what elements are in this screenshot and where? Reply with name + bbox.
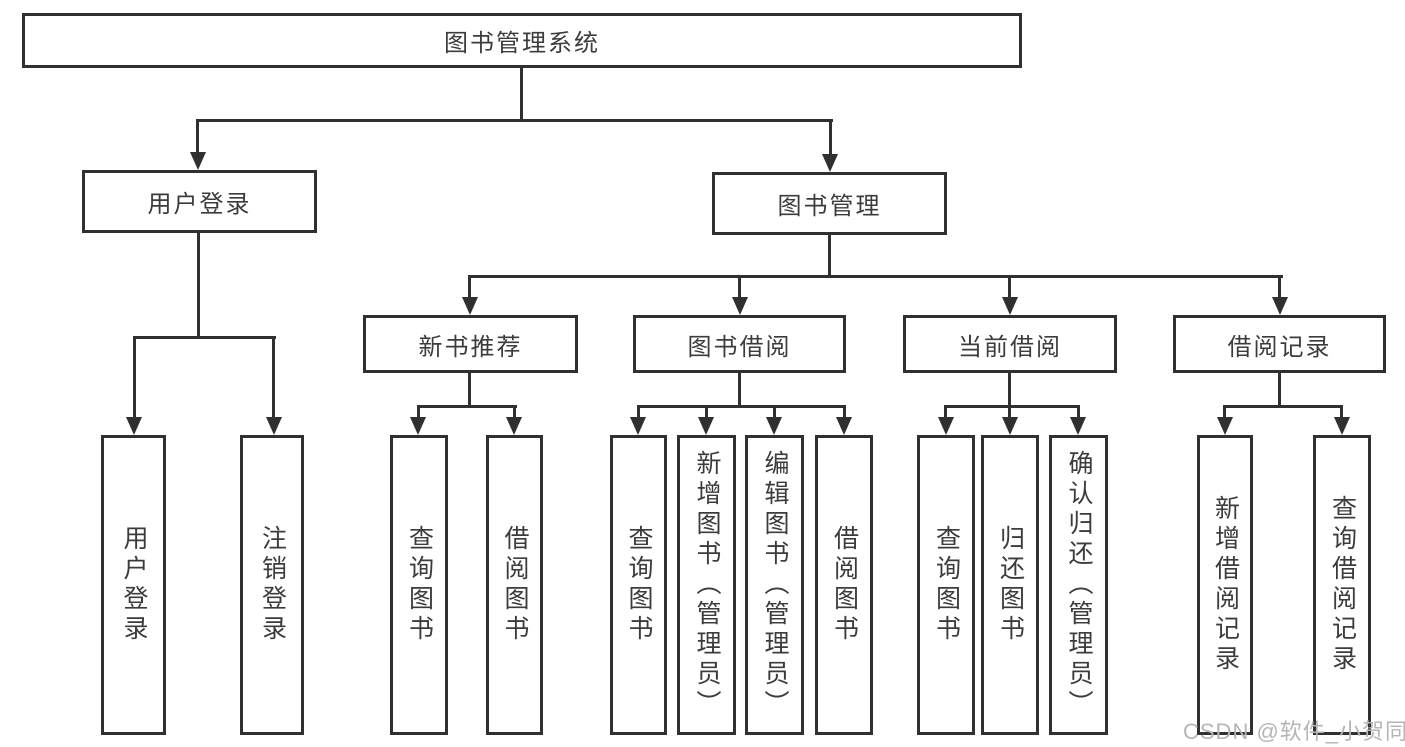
leaf-query-books-current: 查询图书 [917,435,975,735]
leaf-query-books-recommend: 查询图书 [390,435,448,735]
node-label: 图书管理系统 [444,30,600,57]
connector-line [637,405,846,408]
node-current-borrow: 当前借阅 [903,315,1117,373]
arrowhead-down-icon [1002,297,1018,315]
connector-line [1340,405,1343,419]
leaf-borrow-books: 借阅图书 [815,435,873,735]
arrowhead-down-icon [1334,417,1350,435]
connector-line [843,405,846,419]
connector-line [1278,373,1281,408]
arrowhead-down-icon [410,417,426,435]
node-label: 新增借阅记录 [1211,495,1240,675]
connector-line [417,405,517,408]
node-book-borrow: 图书借阅 [633,315,846,373]
connector-line [468,373,471,408]
connector-line [1008,373,1011,408]
node-label: 新书推荐 [418,333,523,361]
node-label: 查询图书 [625,525,653,645]
arrowhead-down-icon [766,417,782,435]
connector-line [513,405,516,419]
node-label: 用户登录 [147,191,252,218]
node-borrow-records: 借阅记录 [1173,315,1386,373]
arrowhead-down-icon [732,297,748,315]
connector-line [738,275,741,299]
node-label: 注销登录 [258,525,287,645]
node-label: 图书借阅 [687,333,792,361]
arrowhead-down-icon [266,417,282,435]
connector-line [197,233,200,339]
node-label: 确认归还（管理员） [1065,450,1093,720]
connector-line [468,275,1283,278]
node-label: 新增图书（管理员） [693,450,721,720]
connector-line [520,68,523,122]
connector-line [738,373,741,408]
arrowhead-down-icon [506,417,522,435]
node-label: 借阅图书 [830,525,859,645]
connector-line [1008,405,1011,419]
arrowhead-down-icon [630,417,646,435]
connector-line [944,405,947,419]
arrowhead-down-icon [1070,417,1086,435]
connector-line [417,405,420,419]
connector-line [1223,405,1343,408]
connector-line [637,405,640,419]
node-label: 用户登录 [120,525,148,645]
node-label: 查询图书 [932,525,961,645]
arrowhead-down-icon [1217,417,1233,435]
leaf-query-borrow-record: 查询借阅记录 [1313,435,1371,735]
arrowhead-down-icon [1272,297,1288,315]
connector-line [1008,275,1011,299]
connector-line [133,336,136,419]
connector-line [944,405,1080,408]
leaf-edit-books-admin: 编辑图书（管理员） [745,435,804,735]
node-label: 当前借阅 [958,333,1062,361]
node-label: 归还图书 [996,525,1025,645]
arrowhead-down-icon [126,417,142,435]
node-new-book-recommend: 新书推荐 [363,315,578,373]
arrowhead-down-icon [1002,417,1018,435]
node-user-login: 用户登录 [82,170,317,233]
leaf-borrow-books-recommend: 借阅图书 [486,435,543,735]
connector-line [196,119,833,122]
node-label: 查询借阅记录 [1328,495,1357,675]
node-label: 借阅图书 [501,525,529,645]
leaf-confirm-return-admin: 确认归还（管理员） [1049,435,1108,735]
connector-line [272,336,275,419]
leaf-add-borrow-record: 新增借阅记录 [1197,435,1253,735]
connector-line [1278,275,1281,299]
node-label: 借阅记录 [1227,333,1332,361]
connector-line [828,235,831,278]
leaf-return-books: 归还图书 [981,435,1039,735]
node-label: 编辑图书（管理员） [761,450,789,720]
arrowhead-down-icon [938,417,954,435]
csdn-watermark: CSDN @软件_小贺同学 [1183,719,1405,744]
connector-line [705,405,708,419]
leaf-user-login: 用户登录 [101,435,166,735]
arrowhead-down-icon [836,417,852,435]
arrowhead-down-icon [822,154,838,172]
connector-line [773,405,776,419]
node-label: 查询图书 [405,525,434,645]
arrowhead-down-icon [190,152,206,170]
connector-line [133,336,276,339]
connector-line [468,275,471,299]
leaf-query-books-borrow: 查询图书 [610,435,667,735]
connector-line [1223,405,1226,419]
leaf-logout: 注销登录 [240,435,304,735]
node-label: 图书管理 [777,193,882,220]
leaf-add-books-admin: 新增图书（管理员） [677,435,736,735]
connector-line [829,119,832,156]
connector-line [196,119,199,154]
node-library-system-root: 图书管理系统 [22,13,1022,68]
arrowhead-down-icon [698,417,714,435]
connector-line [1077,405,1080,419]
arrowhead-down-icon [462,297,478,315]
node-book-management: 图书管理 [712,172,947,235]
